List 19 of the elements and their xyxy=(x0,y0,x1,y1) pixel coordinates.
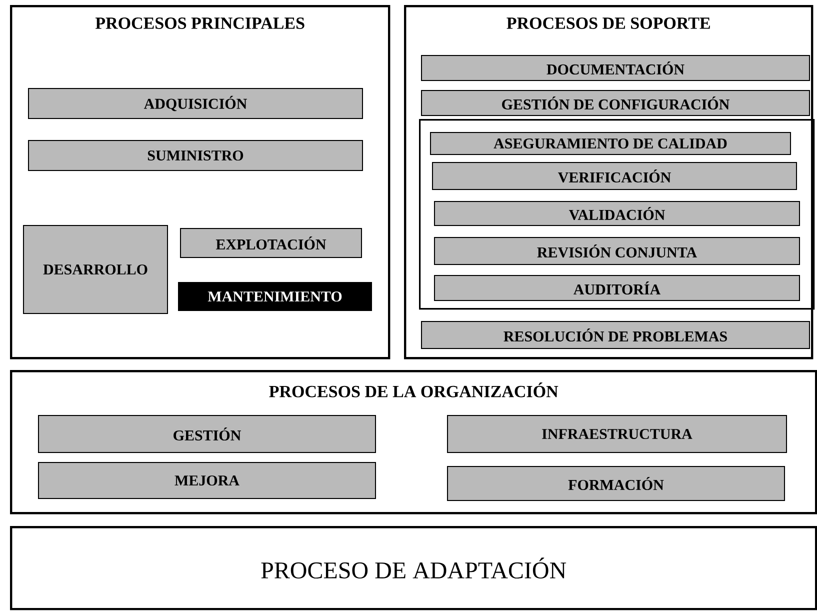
process-box: DESARROLLO xyxy=(23,225,168,314)
process-box: SUMINISTRO xyxy=(28,140,363,171)
process-box: MANTENIMIENTO xyxy=(178,282,372,311)
process-box: ADQUISICIÓN xyxy=(28,88,363,119)
process-box: EXPLOTACIÓN xyxy=(180,228,362,258)
process-box: INFRAESTRUCTURA xyxy=(447,415,787,453)
process-box: REVISIÓN CONJUNTA xyxy=(434,237,800,265)
process-box: RESOLUCIÓN DE PROBLEMAS xyxy=(421,321,810,349)
process-box: AUDITORÍA xyxy=(434,275,800,301)
process-box: GESTIÓN DE CONFIGURACIÓN xyxy=(421,90,810,116)
process-box: MEJORA xyxy=(38,462,376,499)
process-box: FORMACIÓN xyxy=(447,466,785,501)
frame-box xyxy=(419,119,815,310)
process-box: ASEGURAMIENTO DE CALIDAD xyxy=(430,132,791,155)
process-box: PROCESO DE ADAPTACIÓN xyxy=(10,526,817,610)
process-box: GESTIÓN xyxy=(38,415,376,453)
process-box: VERIFICACIÓN xyxy=(432,162,797,190)
process-box: VALIDACIÓN xyxy=(434,201,800,226)
process-box: DOCUMENTACIÓN xyxy=(421,55,810,81)
